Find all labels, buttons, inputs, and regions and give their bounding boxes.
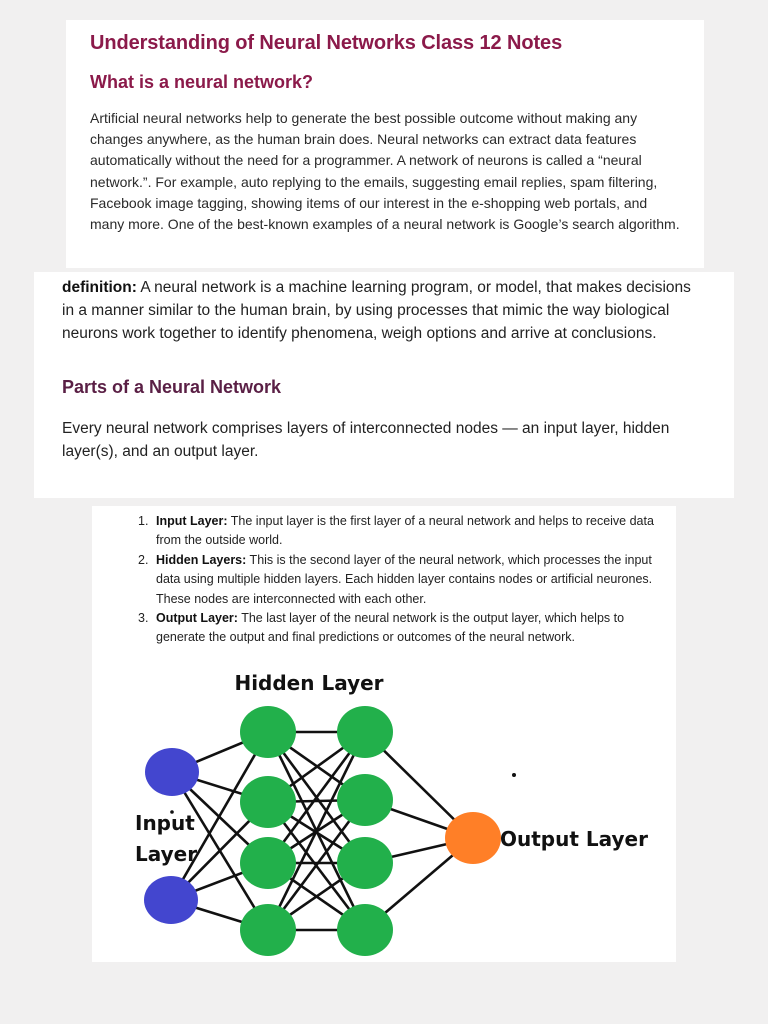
intro-card: Understanding of Neural Networks Class 1… bbox=[66, 20, 704, 268]
network-edge bbox=[266, 731, 367, 864]
parts-heading: Parts of a Neural Network bbox=[62, 377, 282, 397]
network-edge bbox=[266, 731, 367, 931]
hidden-node bbox=[337, 904, 393, 956]
list-desc: The last layer of the neural network is … bbox=[156, 611, 625, 645]
list-term: Output Layer: bbox=[156, 611, 238, 626]
hidden-layer-label: Hidden Layer bbox=[234, 671, 383, 695]
output-layer-label: Output Layer bbox=[500, 827, 648, 851]
section-subtitle: What is a neural network? bbox=[90, 72, 314, 92]
intro-paragraph: Artificial neural networks help to gener… bbox=[90, 110, 680, 233]
definition-card: definition: A neural network is a machin… bbox=[34, 272, 734, 498]
list-item: 2. Hidden Layers: This is the second laye… bbox=[138, 551, 658, 609]
list-desc: The input layer is the first layer of a … bbox=[156, 514, 654, 548]
stray-dot bbox=[170, 810, 174, 814]
input-node bbox=[145, 748, 199, 796]
network-edge bbox=[266, 799, 367, 931]
hidden-node bbox=[337, 774, 393, 826]
list-term: Hidden Layers: bbox=[156, 552, 247, 567]
list-number: 1. bbox=[138, 514, 149, 528]
input-layer-label-line1: Input bbox=[135, 811, 195, 835]
neural-network-diagram: Hidden Layer Input Layer Output Layer bbox=[135, 671, 648, 956]
hidden-node bbox=[240, 706, 296, 758]
definition-label: definition: bbox=[62, 279, 137, 296]
hidden-node bbox=[240, 776, 296, 828]
layers-figure-card: 1. Input Layer: The input layer is the fi… bbox=[92, 506, 676, 962]
network-edge bbox=[169, 731, 270, 901]
list-term: Input Layer: bbox=[156, 514, 228, 528]
hidden-node bbox=[337, 837, 393, 889]
list-item: 1. Input Layer: The input layer is the fi… bbox=[138, 512, 658, 551]
list-desc: This is the second layer of the neural n… bbox=[156, 552, 653, 606]
definition-paragraph: definition: A neural network is a machin… bbox=[62, 276, 706, 345]
hidden-node bbox=[240, 837, 296, 889]
layers-list: 1. Input Layer: The input layer is the fi… bbox=[138, 512, 658, 648]
network-nodes bbox=[144, 706, 501, 956]
input-layer-label-line2: Layer bbox=[135, 842, 197, 866]
definition-text: A neural network is a machine learning p… bbox=[62, 279, 691, 342]
hidden-node bbox=[240, 904, 296, 956]
list-item: 3. Output Layer: The last layer of the ne… bbox=[138, 609, 658, 648]
hidden-node bbox=[337, 706, 393, 758]
stray-dot bbox=[512, 773, 516, 777]
parts-paragraph: Every neural network comprises layers of… bbox=[62, 420, 670, 460]
output-node bbox=[445, 812, 501, 864]
page-title: Understanding of Neural Networks Class 1… bbox=[90, 32, 563, 54]
list-number: 2. bbox=[138, 552, 149, 567]
input-node bbox=[144, 876, 198, 924]
network-edges bbox=[169, 730, 474, 932]
list-number: 3. bbox=[138, 611, 149, 626]
